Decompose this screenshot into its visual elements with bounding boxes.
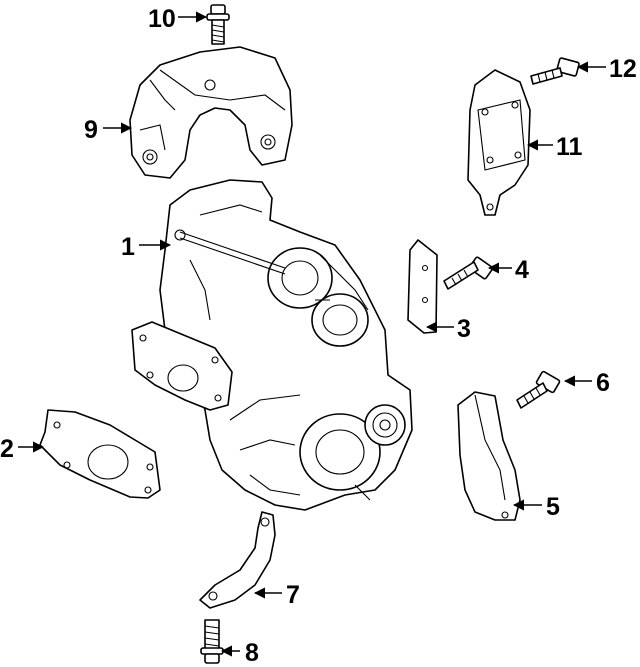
callout-7: 7 xyxy=(286,581,300,609)
part-9-heat-shield[interactable] xyxy=(129,46,293,179)
callout-6: 6 xyxy=(596,369,610,397)
part-10-bolt[interactable] xyxy=(206,4,230,45)
callout-4: 4 xyxy=(515,256,529,284)
part-7-bracket[interactable] xyxy=(199,511,276,609)
part-8-bolt[interactable] xyxy=(200,619,224,664)
callout-1: 1 xyxy=(121,233,135,261)
part-1-turbocharger-assembly[interactable] xyxy=(131,179,413,511)
part-11-bracket-plate[interactable] xyxy=(467,69,531,216)
callout-3: 3 xyxy=(457,315,471,343)
callout-8: 8 xyxy=(245,639,259,667)
part-5-heat-shield[interactable] xyxy=(457,391,521,521)
callout-5: 5 xyxy=(546,493,560,521)
part-6-bolt[interactable] xyxy=(516,370,561,409)
callout-2: 2 xyxy=(0,435,14,463)
part-12-bolt[interactable] xyxy=(530,57,580,85)
callout-12: 12 xyxy=(609,55,637,83)
part-4-bolt[interactable] xyxy=(443,256,494,290)
part-2-gasket[interactable] xyxy=(39,409,161,499)
callout-11: 11 xyxy=(556,133,583,161)
part-3-gasket-strip[interactable] xyxy=(407,239,438,334)
callout-9: 9 xyxy=(84,116,98,144)
callout-10: 10 xyxy=(148,5,176,33)
